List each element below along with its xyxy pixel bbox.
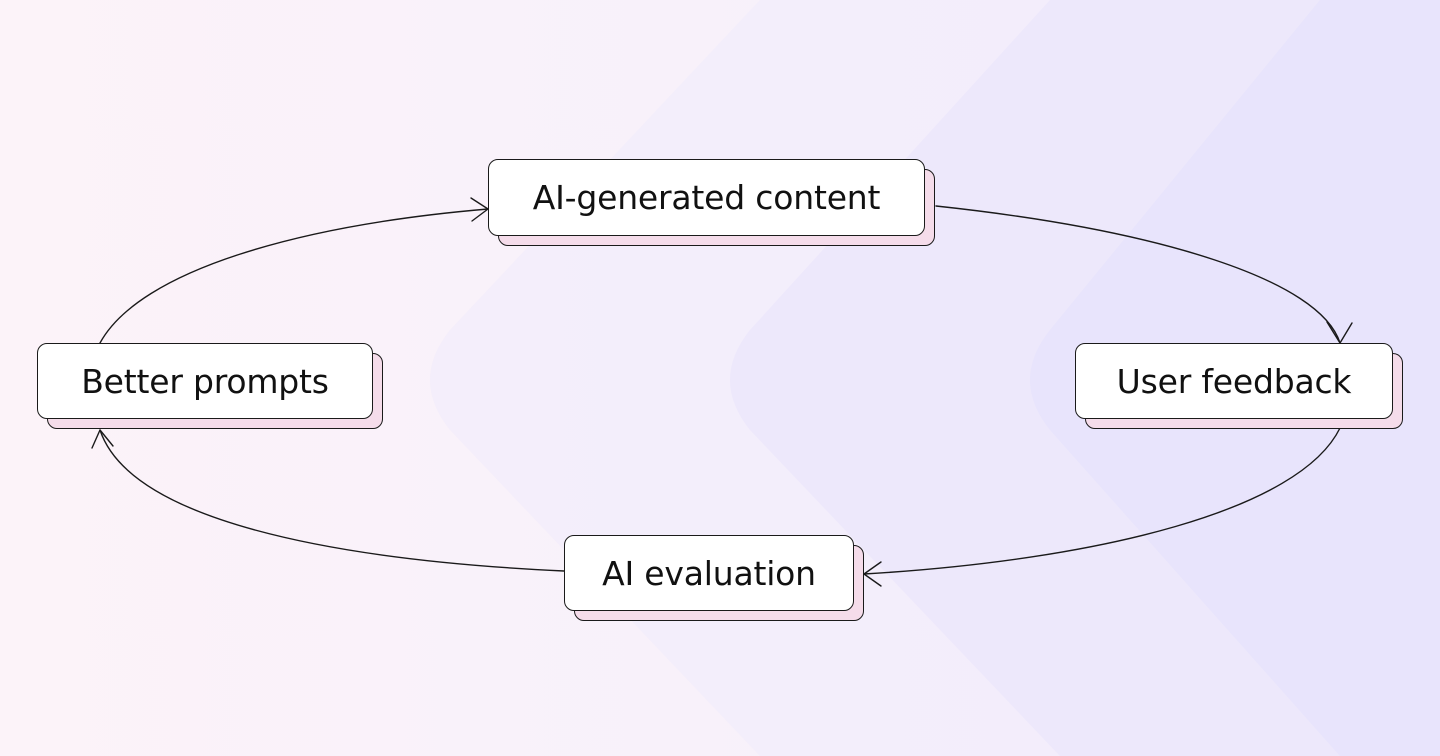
edge-prompts-to-content [99, 208, 489, 344]
node-better-prompts: Better prompts [37, 343, 383, 429]
node-label-better-prompts: Better prompts [81, 361, 329, 401]
node-ai-generated-content: AI-generated content [488, 159, 935, 246]
edge-feedback-to-evaluation [863, 427, 1341, 575]
node-user-feedback: User feedback [1075, 343, 1403, 429]
edge-content-to-feedback [935, 205, 1341, 344]
node-box: Better prompts [37, 343, 373, 419]
node-label-user-feedback: User feedback [1116, 361, 1352, 401]
node-ai-evaluation: AI evaluation [564, 535, 864, 621]
node-label-ai-evaluation: AI evaluation [602, 553, 816, 593]
node-box: AI-generated content [488, 159, 925, 236]
arrowhead-evaluation [863, 561, 882, 587]
node-box: AI evaluation [564, 535, 854, 611]
node-box: User feedback [1075, 343, 1393, 419]
edge-evaluation-to-prompts [99, 429, 565, 572]
arrowhead-prompts [91, 429, 114, 449]
node-label-ai-generated-content: AI-generated content [532, 178, 881, 217]
